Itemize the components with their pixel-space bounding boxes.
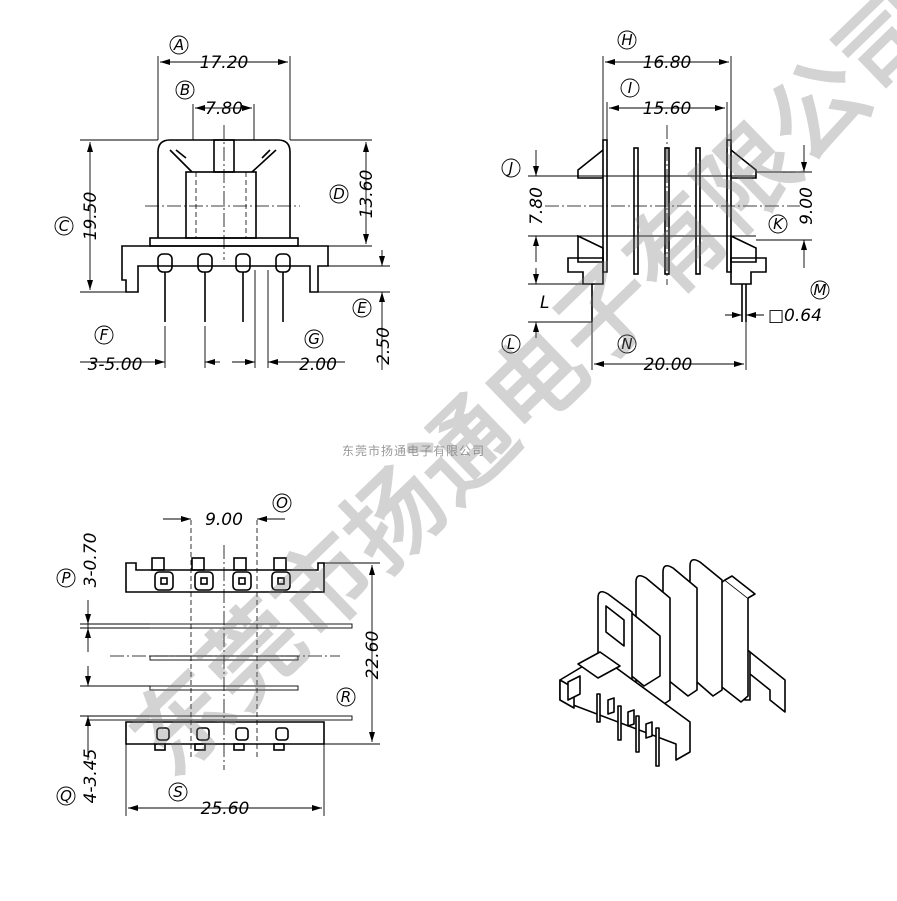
dim-p-value: 3-0.70 [81,533,101,588]
label-r: R [341,688,351,706]
front-view: 17.20 A 7.80 B 19.50 C 13.60 D 2.50 E [54,35,394,375]
label-b: B [180,81,190,99]
dim-m-value: □0.64 [768,306,822,326]
dim-i-value: 15.60 [643,99,692,119]
label-f: F [100,326,109,344]
label-s: S [173,783,183,801]
dim-k-value: 9.00 [797,187,817,225]
side-view: 16.80 H 15.60 I 7.80 J 9.00 K L L [501,30,830,375]
dim-h-value: 16.80 [643,53,692,73]
dim-l-value: L [540,293,549,313]
isometric-view [559,558,786,767]
dim-a-value: 17.20 [200,53,249,73]
label-g: G [308,330,320,348]
label-l: L [507,335,515,353]
dim-e-value: 2.50 [374,327,394,365]
label-p: P [61,569,71,587]
dim-f-value: 3-5.00 [88,355,143,375]
dim-n-value: 20.00 [644,355,693,375]
dim-b-value: 7.80 [205,99,243,119]
label-n: N [621,335,632,353]
label-e: E [357,299,367,317]
dim-j-value: 7.80 [527,187,547,225]
dim-r-value: 22.60 [363,631,383,680]
label-m: M [814,281,827,299]
label-j: J [506,159,513,177]
dim-s-value: 25.60 [201,799,250,819]
label-a: A [173,36,184,54]
dim-o-value: 9.00 [205,510,243,530]
watermark-small: 东莞市扬通电子有限公司 [342,444,486,458]
label-c: C [59,217,70,235]
label-i: I [628,79,633,97]
dim-q-value: 4-3.45 [81,749,101,804]
dim-g-value: 2.00 [299,355,337,375]
bottom-view: 9.00 O 3-0.70 P 4-3.45 Q 22.60 R 25.60 S [56,493,383,819]
dim-d-value: 13.60 [357,170,377,219]
label-k: K [773,215,784,233]
label-h: H [621,31,632,49]
label-o: O [276,494,288,512]
label-d: D [333,185,345,203]
dim-c-value: 19.50 [81,192,101,241]
label-q: Q [60,787,72,805]
